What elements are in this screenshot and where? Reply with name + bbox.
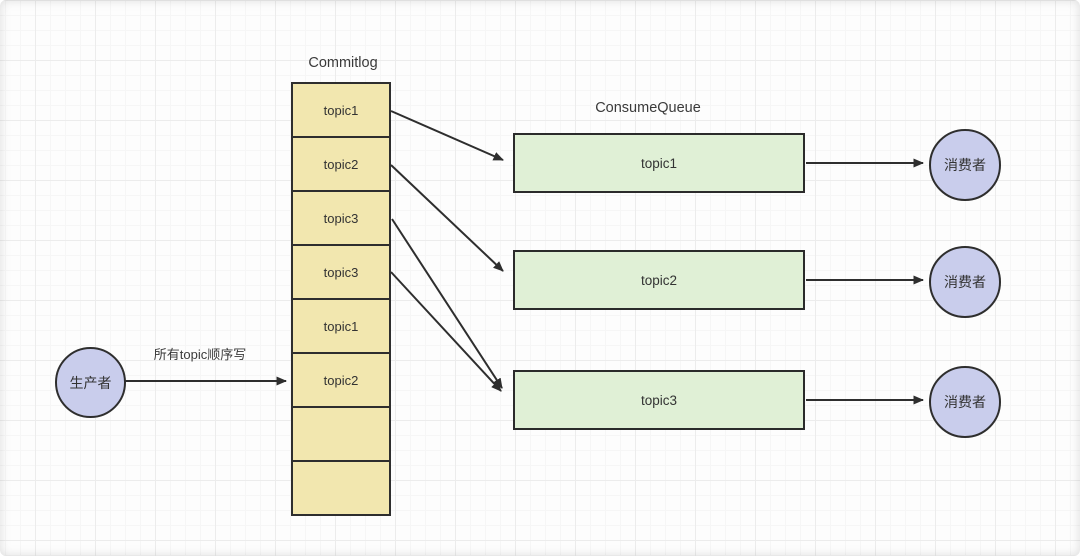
- commitlog-cell-2: topic2: [293, 138, 389, 192]
- consumer-node-1: 消费者: [929, 129, 1001, 201]
- consume-queue-topic3: topic3: [513, 370, 805, 430]
- consume-queue-topic1: topic1: [513, 133, 805, 193]
- arrow-cell1-to-queue-topic1: [390, 110, 504, 161]
- consumer-label-3: 消费者: [944, 394, 986, 410]
- commitlog-cell-3: topic3: [293, 192, 389, 246]
- commitlog-cell-7: [293, 408, 389, 462]
- producer-arrow-label: 所有topic顺序写: [153, 347, 247, 362]
- arrow-cell3-to-queue-topic3: [391, 218, 503, 389]
- consume-queue-topic2: topic2: [513, 250, 805, 310]
- consumer-node-2: 消费者: [929, 246, 1001, 318]
- commitlog-cell-1: topic1: [293, 84, 389, 138]
- commitlog-title: Commitlog: [308, 55, 378, 71]
- commitlog-cell-6: topic2: [293, 354, 389, 408]
- consumequeue-title: ConsumeQueue: [595, 100, 701, 116]
- commitlog-cell-8: [293, 462, 389, 514]
- producer-label: 生产者: [69, 374, 112, 391]
- arrow-cell4-to-queue-topic3: [390, 271, 502, 392]
- consumer-label-2: 消费者: [944, 274, 986, 290]
- arrow-cell2-to-queue-topic2: [390, 164, 504, 272]
- consumer-node-3: 消费者: [929, 366, 1001, 438]
- commitlog-cell-4: topic3: [293, 246, 389, 300]
- producer-node: 生产者: [55, 347, 126, 418]
- consumer-label-1: 消费者: [944, 157, 986, 173]
- commitlog-cell-5: topic1: [293, 300, 389, 354]
- commitlog-column: topic1 topic2 topic3 topic3 topic1 topic…: [291, 82, 391, 516]
